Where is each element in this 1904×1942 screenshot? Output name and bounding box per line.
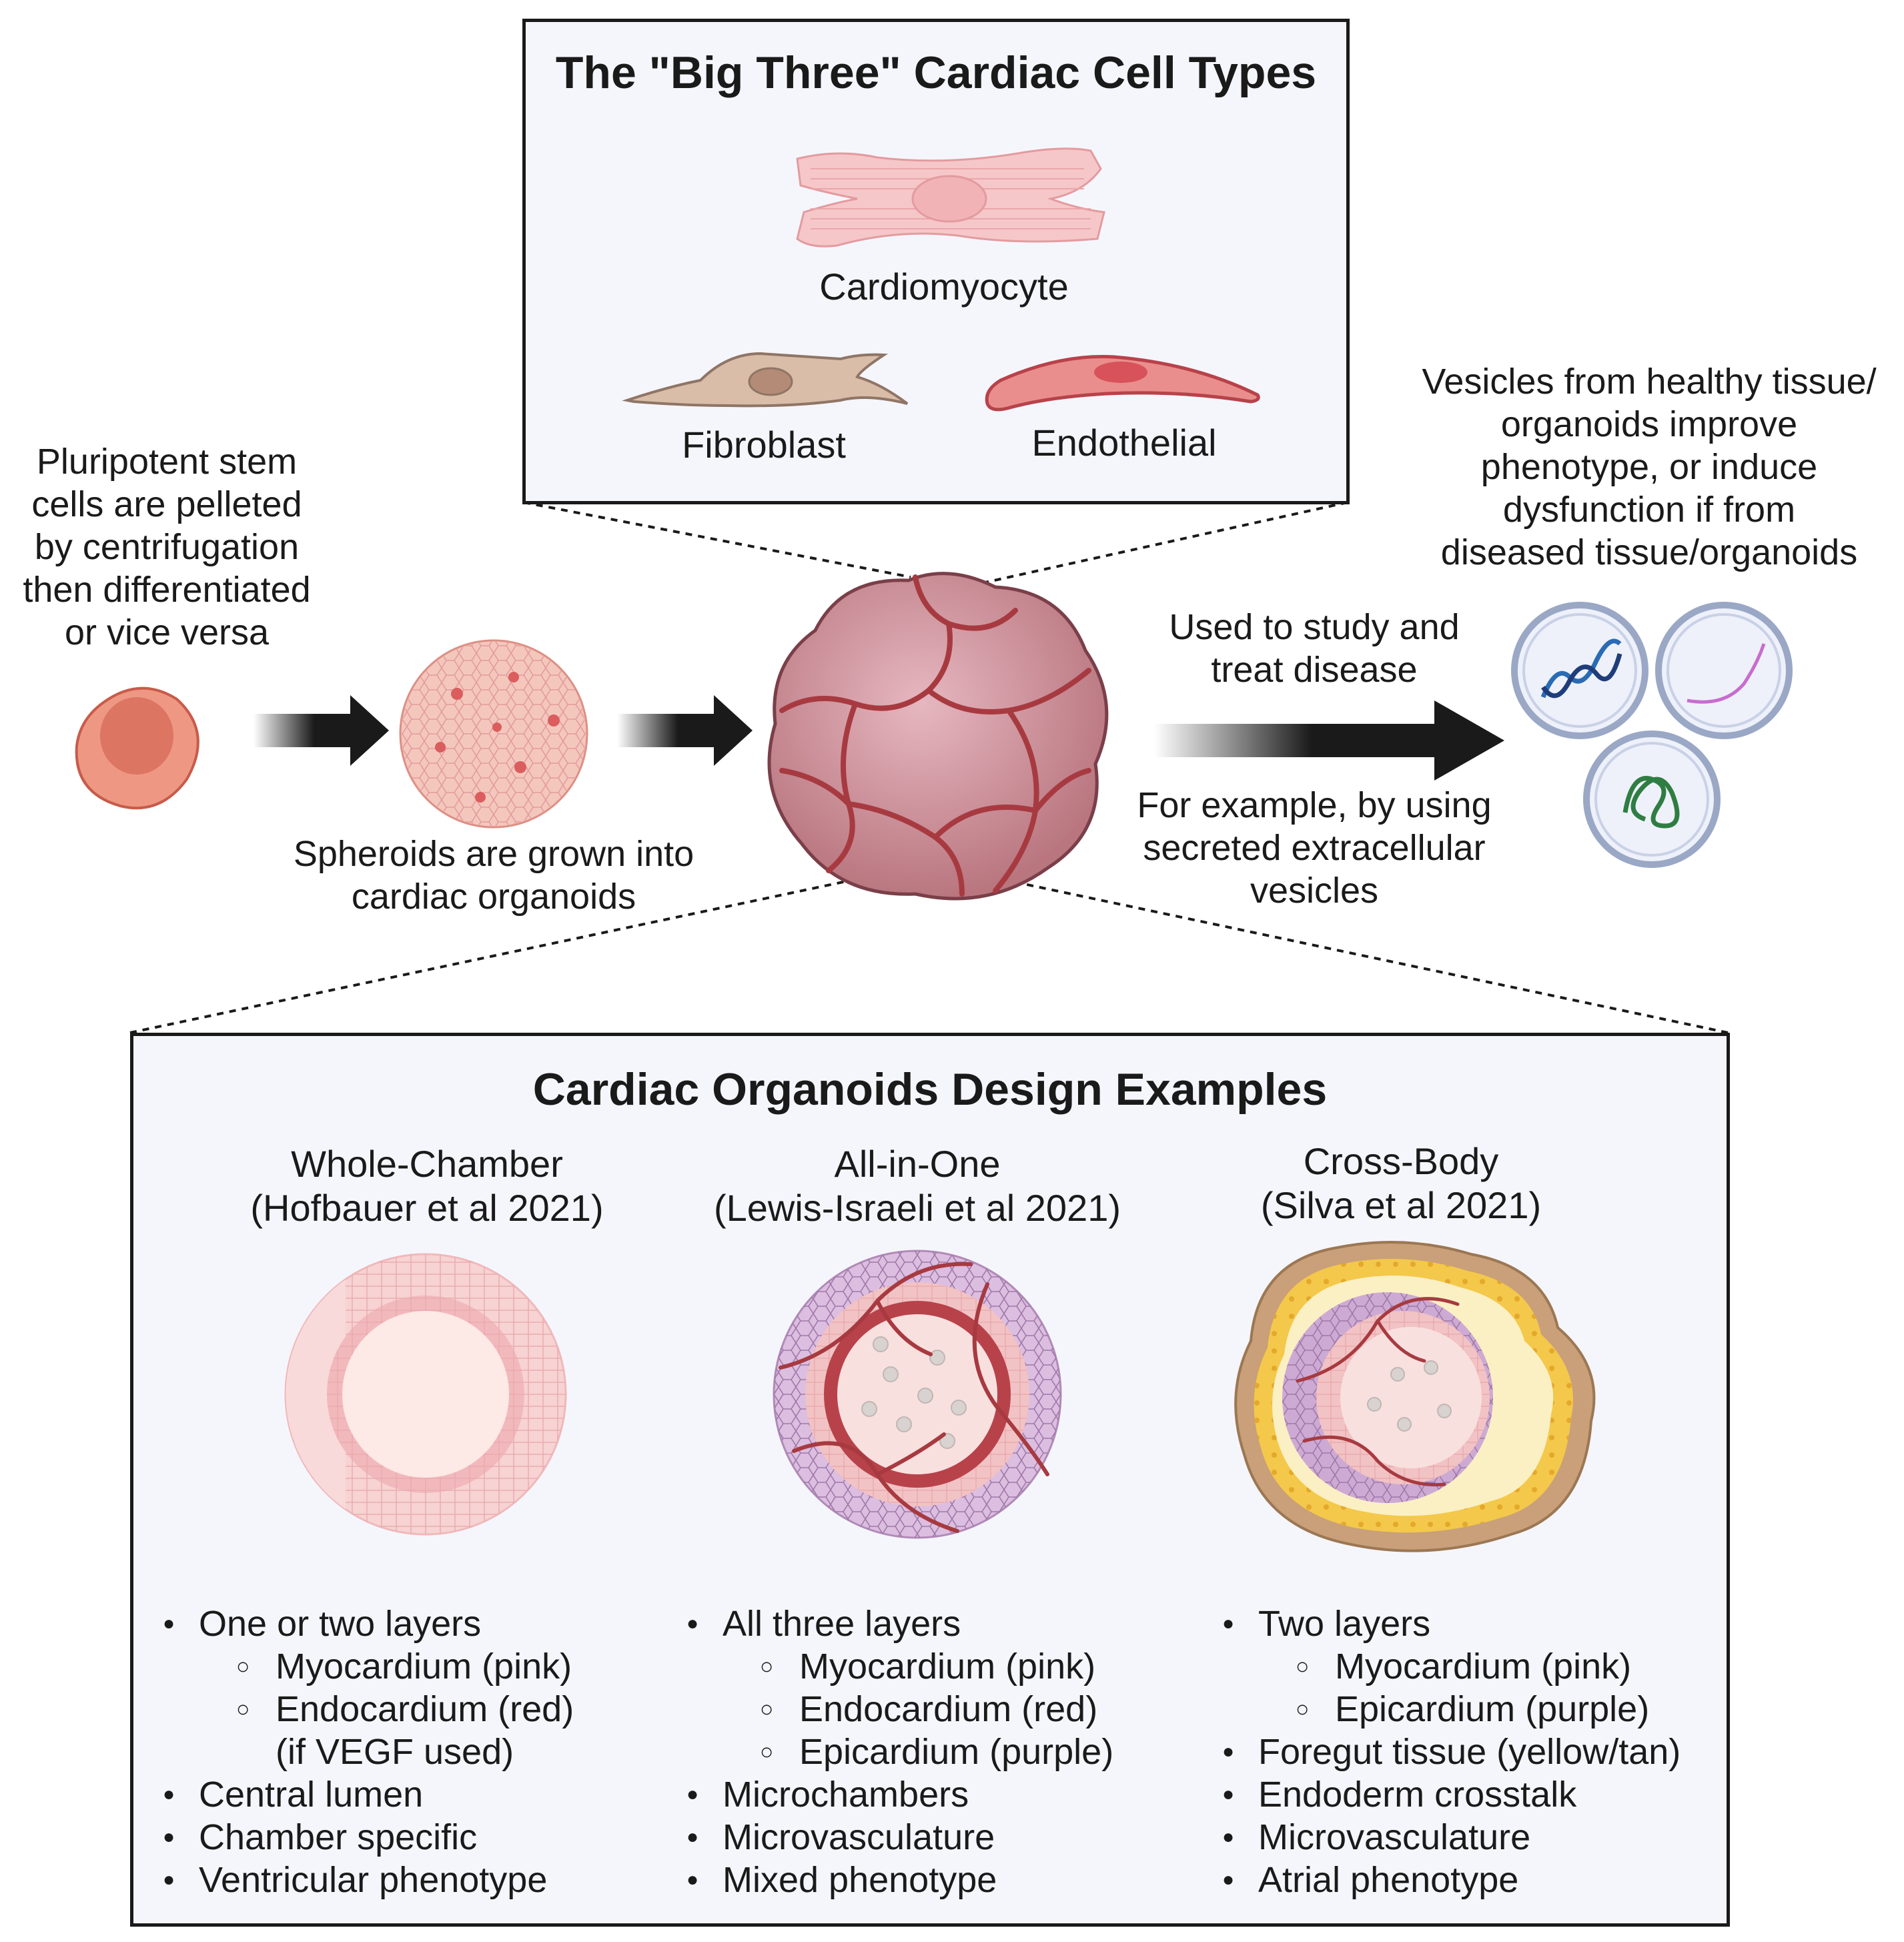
stem-cell-description: Pluripotent stem cells are pelleted by c… <box>23 442 311 652</box>
vesicle-dna <box>1511 602 1648 739</box>
list-item: Two layers Myocardium (pink) Epicardium … <box>1220 1602 1727 1731</box>
arrow-3 <box>1154 700 1504 781</box>
endothelial-label: Endothelial <box>1031 422 1217 464</box>
list-item: Central lumen <box>160 1773 640 1816</box>
list-item: Microchambers <box>684 1773 1191 1816</box>
vesicles-description: Vesicles from healthy tissue/ organoids … <box>1422 362 1877 572</box>
whole-chamber-organoid-drawing <box>284 1253 567 1536</box>
all-in-one-organoid-drawing <box>773 1250 1062 1539</box>
for-example-text: For example, by using secreted extracell… <box>1137 785 1492 911</box>
all-in-one-bullets: All three layers Myocardium (pink) Endoc… <box>684 1602 1191 1901</box>
cross-body-organoid-drawing <box>1234 1241 1596 1552</box>
whole-chamber-header: Whole-Chamber (Hofbauer et al 2021) <box>250 1143 604 1229</box>
spheroid <box>399 639 588 829</box>
list-item: Mixed phenotype <box>684 1859 1191 1901</box>
vesicle-protein <box>1583 731 1721 868</box>
list-item: Myocardium (pink) <box>723 1645 1191 1688</box>
big-three-title: The "Big Three" Cardiac Cell Types <box>555 47 1317 98</box>
list-item: Myocardium (pink) <box>199 1645 640 1688</box>
list-item: Chamber specific <box>160 1816 640 1859</box>
list-item: Foregut tissue (yellow/tan) <box>1220 1731 1727 1773</box>
zoom-connector-lines <box>129 501 1729 1034</box>
arrow-2 <box>617 695 753 766</box>
spheroid-description: Spheroids are grown into cardiac organoi… <box>293 834 694 917</box>
list-item-continuation: (if VEGF used) <box>276 1732 514 1772</box>
list-item: Epicardium (purple) <box>1258 1688 1727 1731</box>
list-item: All three layers Myocardium (pink) Endoc… <box>684 1602 1191 1773</box>
cross-body-header: Cross-Body (Silva et al 2021) <box>1260 1140 1542 1226</box>
cardiomyocyte-label: Cardiomyocyte <box>819 266 1069 308</box>
list-item: Myocardium (pink) <box>1258 1645 1727 1688</box>
used-to-study-text: Used to study and treat disease <box>1169 607 1460 690</box>
arrow-1 <box>254 695 389 766</box>
list-item: Endoderm crosstalk <box>1220 1773 1727 1816</box>
design-examples-title: Cardiac Organoids Design Examples <box>532 1064 1328 1115</box>
big-three-panel <box>522 19 1350 504</box>
list-item: Atrial phenotype <box>1220 1859 1727 1901</box>
cross-body-bullets: Two layers Myocardium (pink) Epicardium … <box>1220 1602 1727 1901</box>
fibroblast-label: Fibroblast <box>682 424 846 466</box>
list-item: Microvasculature <box>684 1816 1191 1859</box>
all-in-one-header: All-in-One (Lewis-Israeli et al 2021) <box>713 1143 1121 1229</box>
stem-cell <box>75 686 199 810</box>
list-item: Endocardium (red) <box>723 1688 1191 1731</box>
whole-chamber-bullets: One or two layers Myocardium (pink) Endo… <box>160 1602 640 1901</box>
list-item: One or two layers Myocardium (pink) Endo… <box>160 1602 640 1773</box>
list-item: Epicardium (purple) <box>723 1731 1191 1773</box>
vesicle-rna <box>1655 602 1793 739</box>
list-item: Microvasculature <box>1220 1816 1727 1859</box>
list-item: Ventricular phenotype <box>160 1859 640 1901</box>
cardiac-organoid <box>767 572 1109 901</box>
list-item: Endocardium (red) <box>199 1688 640 1731</box>
